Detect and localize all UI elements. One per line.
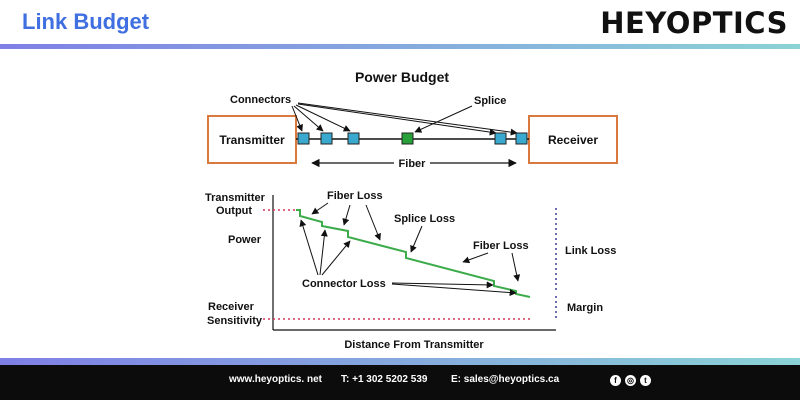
connector-loss-arrow bbox=[299, 219, 319, 276]
heyoptics-logo[interactable]: HEYOPTICS bbox=[600, 6, 788, 40]
connector-square bbox=[320, 132, 333, 145]
footer-accent-bar bbox=[0, 358, 800, 365]
splice-loss-label: Splice Loss bbox=[394, 213, 455, 225]
footer-email[interactable]: E: sales@heyoptics.ca bbox=[451, 374, 560, 385]
twitter-icon[interactable]: t bbox=[640, 375, 651, 386]
connector-arrow bbox=[297, 103, 497, 136]
splice-square bbox=[401, 132, 414, 145]
fiber-loss-arrow-2 bbox=[511, 252, 521, 282]
fiber-loss-arrow bbox=[342, 204, 351, 226]
margin-label: Margin bbox=[567, 302, 603, 314]
page-title: Link Budget bbox=[22, 9, 150, 34]
instagram-icon[interactable]: ◎ bbox=[625, 375, 636, 386]
connector-loss-label: Connector Loss bbox=[302, 278, 386, 290]
connector-loss-arrow bbox=[391, 283, 517, 297]
connector-square bbox=[347, 132, 360, 145]
splice-label: Splice bbox=[474, 95, 506, 107]
transmitter-label: Transmitter bbox=[219, 133, 285, 147]
tx-output-label-line2: Output bbox=[216, 205, 252, 217]
fiber-label-bg bbox=[394, 155, 430, 170]
tx-output-label-line1: Transmitter bbox=[205, 192, 266, 204]
connector-arrow bbox=[293, 105, 324, 132]
facebook-icon[interactable]: f bbox=[610, 375, 621, 386]
splice-loss-arrow bbox=[410, 225, 423, 253]
receiver-label: Receiver bbox=[548, 133, 598, 147]
rx-sensitivity-label-line1: Receiver bbox=[208, 301, 255, 313]
header-accent-bar bbox=[0, 44, 800, 49]
splice-arrow bbox=[414, 105, 473, 133]
connector-square bbox=[297, 132, 310, 145]
connectors-label: Connectors bbox=[230, 94, 291, 106]
fiber-loss-label-1: Fiber Loss bbox=[327, 190, 383, 202]
fiber-loss-label-2: Fiber Loss bbox=[473, 240, 529, 252]
fiber-loss-arrow bbox=[365, 204, 381, 241]
connector-arrow bbox=[297, 102, 518, 136]
footer-website[interactable]: www.heyoptics. net bbox=[229, 374, 322, 385]
rx-sensitivity-label-line2: Sensitivity bbox=[207, 315, 263, 327]
connector-loss-arrow bbox=[391, 281, 494, 289]
diagram-title: Power Budget bbox=[355, 69, 449, 85]
fiber-loss-arrow bbox=[311, 202, 329, 215]
connector-loss-arrow bbox=[321, 240, 351, 276]
connector-arrow bbox=[291, 105, 303, 132]
fiber-label: Fiber bbox=[399, 158, 427, 170]
footer-phone[interactable]: T: +1 302 5202 539 bbox=[341, 374, 428, 385]
power-label: Power bbox=[228, 234, 262, 246]
link-loss-label: Link Loss bbox=[565, 245, 616, 257]
connector-square bbox=[515, 132, 528, 145]
fiber-loss-arrow-2 bbox=[462, 252, 489, 264]
connector-square bbox=[494, 132, 507, 145]
connector-loss-arrow bbox=[319, 229, 328, 276]
connector-arrow bbox=[295, 104, 351, 132]
footer: www.heyoptics. net T: +1 302 5202 539 E:… bbox=[0, 365, 800, 400]
x-axis-label: Distance From Transmitter bbox=[344, 339, 484, 351]
